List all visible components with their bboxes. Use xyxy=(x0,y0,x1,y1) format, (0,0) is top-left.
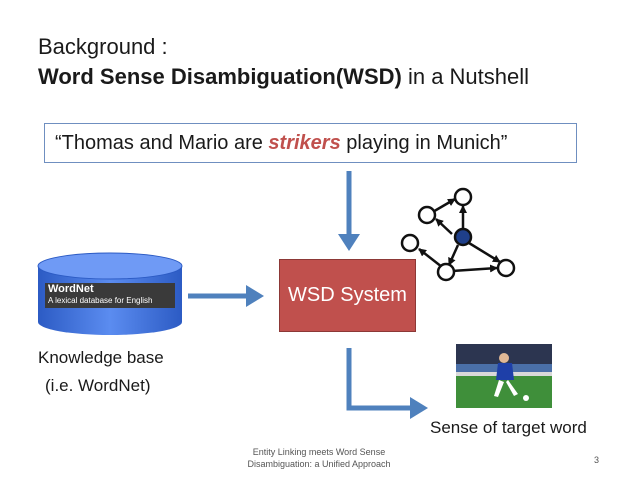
quote-close: playing in Munich” xyxy=(340,132,508,154)
wsd-system-box: WSD System xyxy=(279,259,416,332)
quote-open: “Thomas and Mario are xyxy=(55,132,269,154)
soccer-photo-drawing xyxy=(456,344,552,408)
graph-node-target xyxy=(453,227,473,247)
database-cylinder-icon xyxy=(37,252,183,335)
footer-line1: Entity Linking meets Word Sense xyxy=(252,447,386,457)
semantic-graph-icon xyxy=(400,187,516,282)
wordnet-logo-title: WordNet xyxy=(48,283,94,295)
arrow-kb-to-wsd xyxy=(188,285,264,307)
slide-title-bold: Word Sense Disambiguation(WSD) xyxy=(38,64,402,89)
soccer-player-image xyxy=(456,344,552,408)
graph-node xyxy=(436,262,456,282)
arrow-wsd-to-sense xyxy=(346,348,428,419)
example-sentence-box: “Thomas and Mario are strikers playing i… xyxy=(44,123,577,163)
footer-line2: Disambiguation: a Unified Approach xyxy=(247,459,391,469)
graph-node xyxy=(400,233,420,253)
target-word: strikers xyxy=(268,132,341,154)
slide-title-line1: Background : xyxy=(38,34,168,59)
graph-node xyxy=(496,258,516,278)
graph-node xyxy=(417,205,437,225)
sense-of-target-word-label: Sense of target word xyxy=(430,418,587,437)
knowledge-base-subcaption: (i.e. WordNet) xyxy=(45,376,151,395)
wsd-system-label: WSD System xyxy=(288,284,407,306)
arrow-down-to-wsd xyxy=(338,171,360,251)
slide-footer: Entity Linking meets Word Sense Disambig… xyxy=(230,446,408,470)
wordnet-logo-subtitle: A lexical database for English xyxy=(48,296,153,305)
slide-title-line2: Word Sense Disambiguation(WSD) in a Nuts… xyxy=(38,64,529,90)
graph-node xyxy=(453,187,473,207)
slide-title-rest: in a Nutshell xyxy=(401,64,530,89)
knowledge-base-caption: Knowledge base xyxy=(38,348,164,367)
page-number: 3 xyxy=(594,455,600,465)
wordnet-logo: WordNet A lexical database for English xyxy=(48,284,174,306)
